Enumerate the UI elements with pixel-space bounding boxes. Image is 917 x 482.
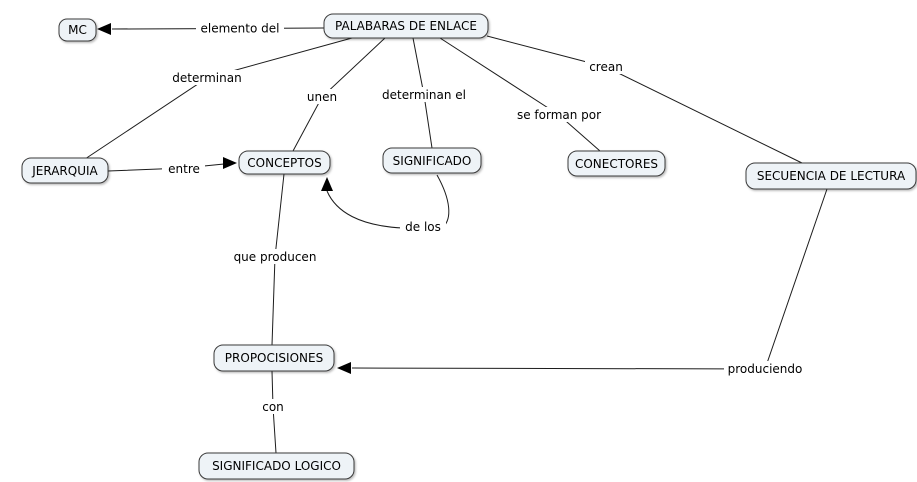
node-propocisiones[interactable]: PROPOCISIONES (213, 344, 335, 372)
node-box (58, 18, 97, 42)
label-bg (169, 70, 245, 85)
edge-label: con (262, 400, 284, 414)
label-bg (258, 399, 288, 414)
node-significado[interactable]: SIGNIFICADO (382, 147, 482, 174)
node-box (21, 157, 109, 184)
node-label: PALABARAS DE ENLACE (335, 19, 477, 33)
edge-label-con[interactable]: con (258, 399, 288, 414)
edge-line (351, 188, 828, 370)
label-bg (162, 161, 205, 176)
node-box (323, 13, 489, 39)
edge-label-determinan[interactable]: determinan (169, 70, 245, 85)
edge-label: de los (405, 220, 441, 234)
edge-label: que producen (234, 250, 317, 264)
edge-label: elemento del (201, 22, 280, 36)
node-label: JERARQUIA (31, 164, 98, 178)
edge-label-crean[interactable]: crean (585, 59, 627, 74)
node-palabaras-de-enlace[interactable]: PALABARAS DE ENLACE (323, 13, 489, 39)
edge-curve-left (326, 190, 404, 229)
label-bg (196, 21, 284, 36)
node-conectores[interactable]: CONECTORES (567, 150, 666, 177)
node-significado-logico[interactable]: SIGNIFICADO LOGICO (198, 452, 355, 480)
edge-label: unen (307, 90, 337, 104)
node-label: SIGNIFICADO LOGICO (212, 459, 341, 473)
label-bg (513, 107, 605, 122)
node-mc[interactable]: MC (58, 18, 97, 42)
edge-label-que-producen[interactable]: que producen (231, 249, 319, 264)
edge-label-produciendo[interactable]: produciendo (724, 361, 806, 376)
label-bg (400, 219, 446, 234)
edge-label: crean (589, 60, 623, 74)
node-label: PROPOCISIONES (225, 351, 323, 365)
edge-label: se forman por (517, 108, 601, 122)
edge-label-unen[interactable]: unen (303, 89, 341, 104)
node-label: SIGNIFICADO (393, 154, 472, 168)
node-label: MC (68, 23, 87, 37)
node-box (238, 150, 331, 175)
label-bg (380, 87, 468, 102)
node-label: CONCEPTOS (247, 156, 321, 170)
node-secuencia-de-lectura[interactable]: SECUENCIA DE LECTURA (745, 162, 917, 190)
label-bg (724, 361, 806, 376)
node-box (745, 162, 917, 190)
edge-label-se-forman-por[interactable]: se forman por (513, 107, 605, 122)
node-box (567, 150, 666, 177)
arrowhead-left-icon (97, 23, 111, 35)
node-box (198, 452, 355, 480)
edge-produciendo (337, 188, 828, 374)
edge-label: determinan el (382, 88, 466, 102)
label-bg (231, 249, 319, 264)
node-label: CONECTORES (575, 157, 658, 171)
label-bg (585, 59, 627, 74)
node-label: SECUENCIA DE LECTURA (757, 169, 906, 183)
node-conceptos[interactable]: CONCEPTOS (238, 150, 331, 175)
edge-label-elemento-del[interactable]: elemento del (196, 21, 284, 36)
edge-label: produciendo (728, 362, 803, 376)
edge-label-entre[interactable]: entre (162, 161, 205, 176)
arrowhead-left-icon (337, 362, 351, 374)
edge-label: entre (168, 162, 200, 176)
node-box (213, 344, 335, 372)
node-box (382, 147, 482, 174)
node-jerarquia[interactable]: JERARQUIA (21, 157, 109, 184)
edge-label-de-los[interactable]: de los (400, 219, 446, 234)
arrowhead-up-icon (321, 177, 333, 191)
edge-label: determinan (172, 71, 241, 85)
label-bg (303, 89, 341, 104)
arrowhead-right-icon (223, 157, 237, 169)
edge-label-determinan-el[interactable]: determinan el (380, 87, 468, 102)
